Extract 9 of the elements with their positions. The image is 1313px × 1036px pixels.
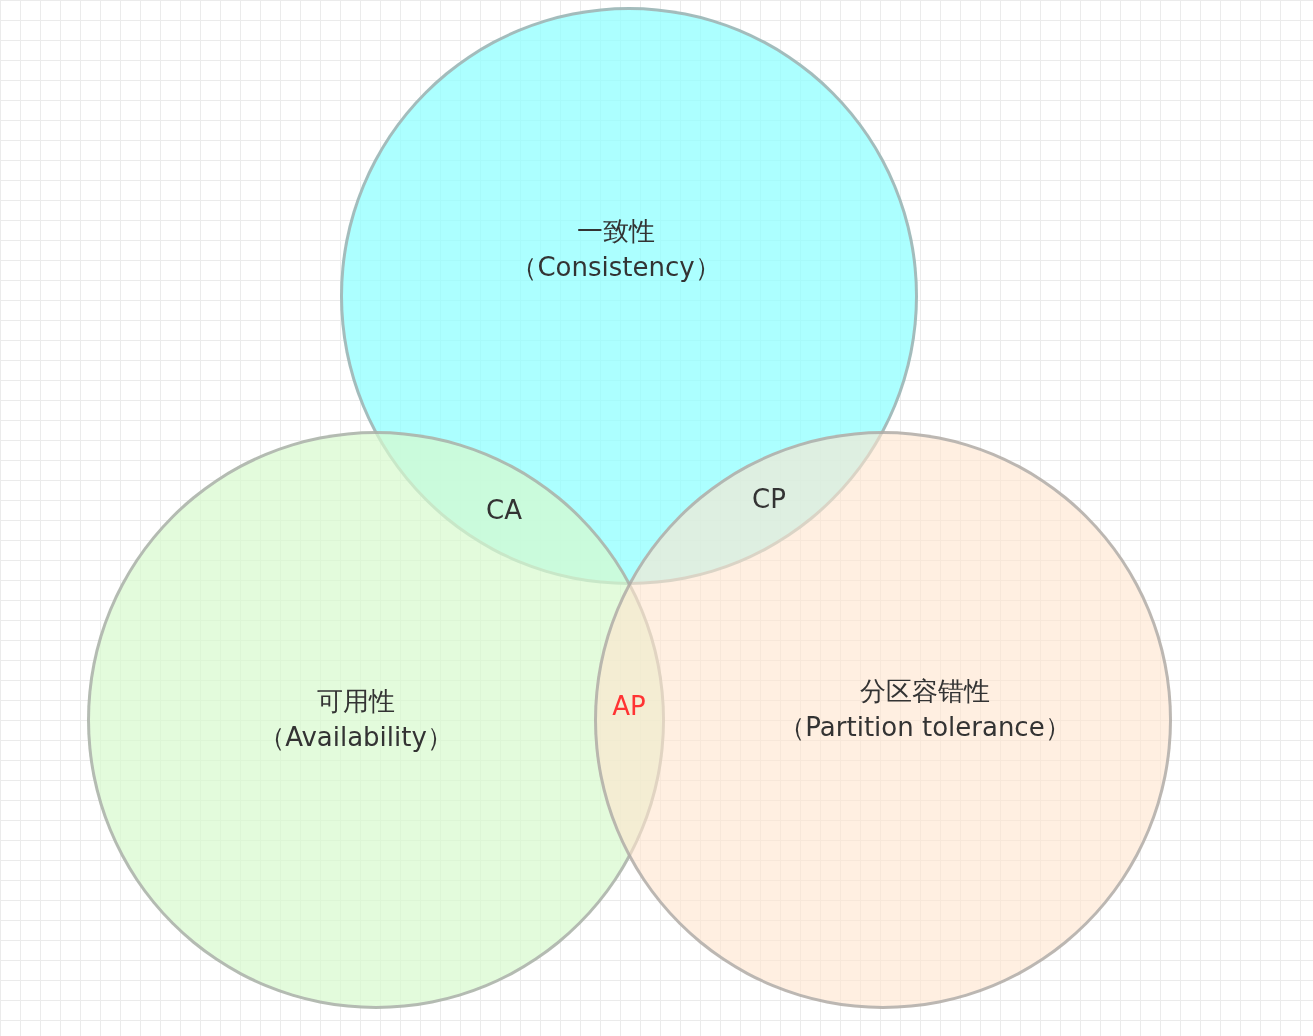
circle-label: （Consistency） (511, 251, 721, 284)
circle-label: 一致性 (577, 215, 655, 248)
circle-label: （Availability） (259, 721, 453, 754)
circle-label: 可用性 (317, 685, 395, 718)
overlap-label: AP (612, 691, 646, 721)
circle-label: （Partition tolerance） (779, 711, 1071, 744)
circle-label: 分区容错性 (860, 675, 990, 708)
overlap-label: CP (752, 484, 786, 514)
overlap-label: CA (486, 495, 522, 525)
